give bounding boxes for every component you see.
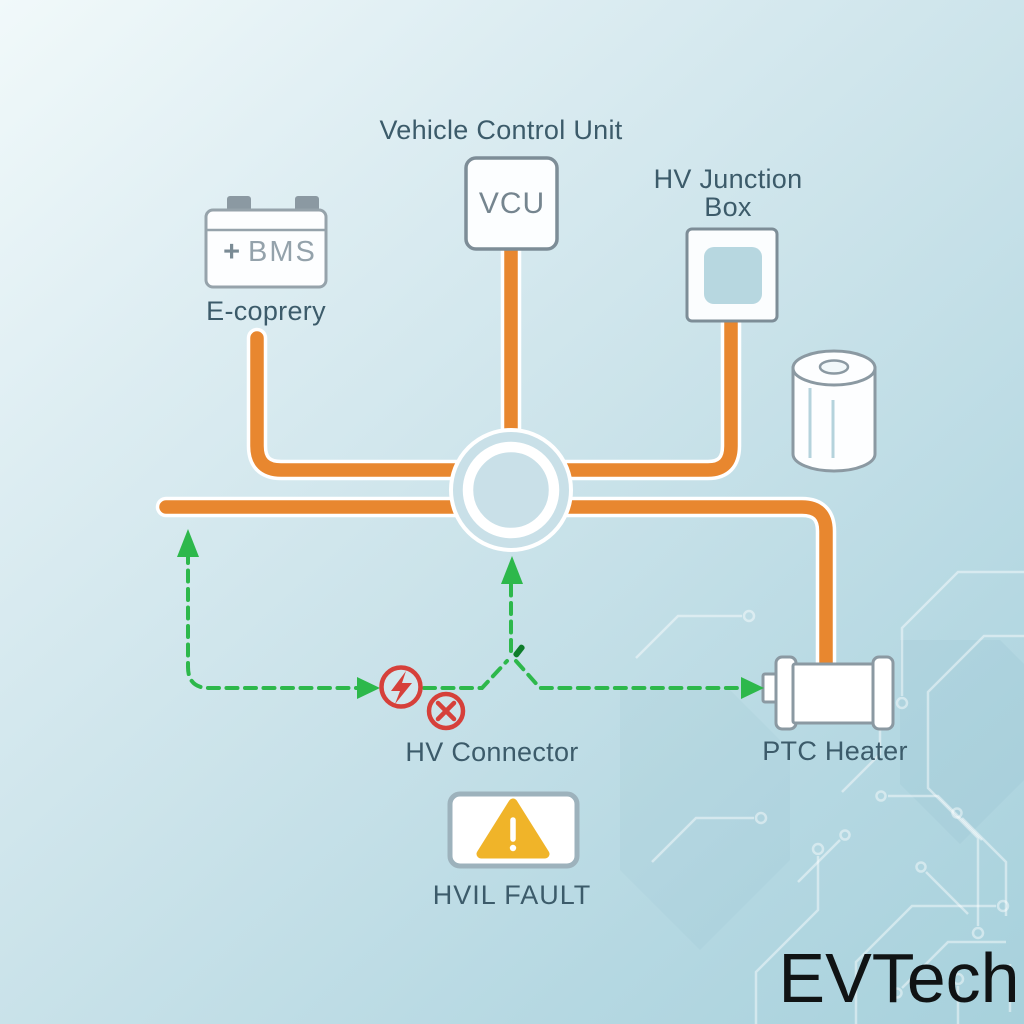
fault-banner <box>447 791 580 869</box>
capacitor-cylinder-icon <box>791 349 877 473</box>
heater-motor-icon <box>761 655 895 731</box>
battery-icon <box>204 196 328 289</box>
battery-plus-sign: + <box>223 236 241 268</box>
bms-label-text: BMS <box>248 236 317 268</box>
spark-fault-icon <box>379 665 423 709</box>
circuit-open-icon <box>426 691 466 731</box>
connector-ring-icon <box>449 428 573 552</box>
hvil-fault-label: HVIL FAULT <box>432 880 592 910</box>
circuit-trace-pattern <box>620 570 1024 1024</box>
brand-logo: EVTech <box>778 939 1020 1017</box>
junction-box-title: HV Junction Box <box>654 165 803 221</box>
junction-box-title-line1: HV Junction <box>653 164 803 194</box>
junction-box-title-line2: Box <box>704 192 752 222</box>
bms-box-label: +BMS <box>223 236 317 269</box>
bms-caption: E-coprery <box>206 296 326 326</box>
vcu-title: Vehicle Control Unit <box>379 115 623 145</box>
hvil-loop-arrows <box>177 529 764 699</box>
vcu-box-label: VCU <box>478 187 546 220</box>
hv-connector-label: HV Connector <box>405 737 579 767</box>
vcu-box-icon <box>464 156 559 251</box>
ptc-heater-label: PTC Heater <box>762 736 908 766</box>
junction-box-icon <box>685 227 779 323</box>
warning-triangle-icon <box>476 798 550 859</box>
